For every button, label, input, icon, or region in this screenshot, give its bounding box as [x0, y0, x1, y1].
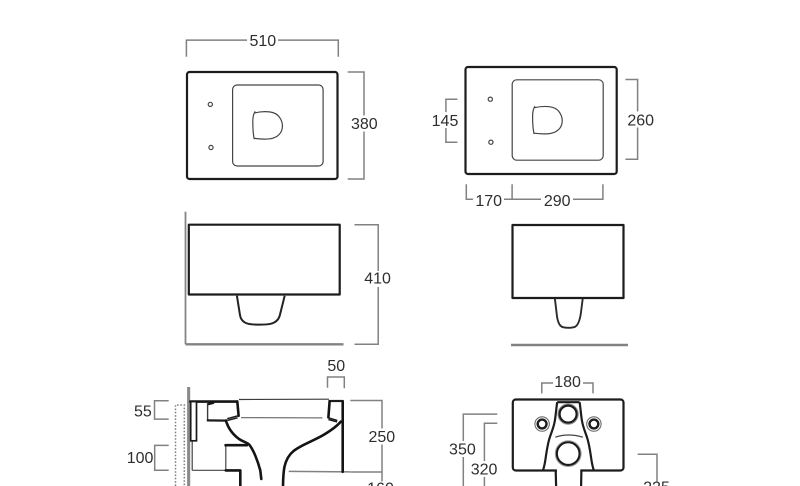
svg-text:100: 100 — [127, 450, 154, 467]
svg-text:290: 290 — [544, 193, 571, 210]
svg-text:180: 180 — [554, 374, 581, 391]
svg-text:170: 170 — [475, 193, 502, 210]
svg-text:225: 225 — [643, 480, 670, 486]
svg-text:250: 250 — [368, 429, 395, 446]
svg-text:320: 320 — [471, 462, 498, 479]
svg-text:410: 410 — [364, 271, 391, 288]
svg-text:55: 55 — [134, 404, 152, 421]
svg-text:50: 50 — [327, 358, 345, 375]
svg-text:350: 350 — [449, 441, 476, 458]
svg-text:160: 160 — [367, 481, 394, 486]
svg-text:145: 145 — [432, 113, 459, 130]
svg-text:510: 510 — [249, 33, 276, 50]
svg-text:260: 260 — [627, 112, 654, 129]
svg-text:380: 380 — [351, 116, 378, 133]
